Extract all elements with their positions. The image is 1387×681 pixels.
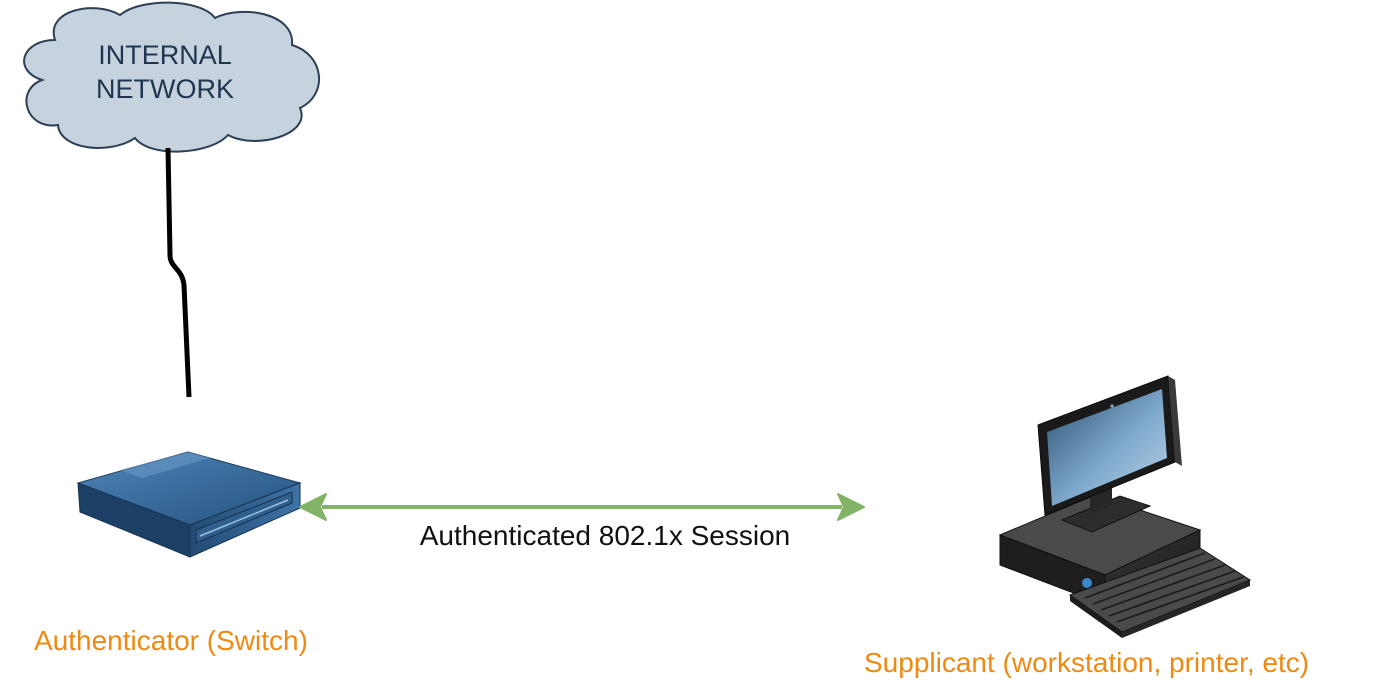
supplicant-label: Supplicant (workstation, printer, etc): [864, 647, 1310, 678]
switch-icon: [76, 451, 302, 558]
workstation-icon: [998, 375, 1252, 638]
cloud-icon: [23, 1, 321, 153]
network-cable: [165, 147, 192, 398]
cloud-label: INTERNAL NETWORK: [96, 40, 234, 104]
session-arrow: [299, 493, 865, 521]
authenticator-label: Authenticator (Switch): [34, 625, 308, 656]
session-label: Authenticated 802.1x Session: [419, 520, 791, 551]
